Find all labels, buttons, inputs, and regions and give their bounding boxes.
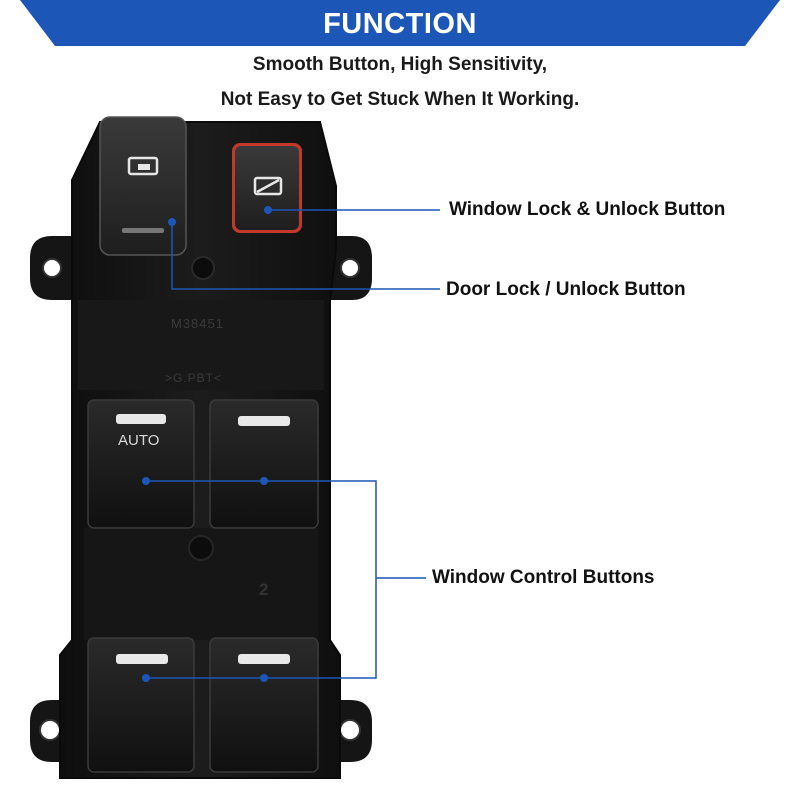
callout-door-lock (168, 218, 440, 290)
mounting-tab-top-left (30, 236, 82, 300)
window-button-rear-right[interactable] (209, 637, 319, 773)
banner-title: FUNCTION (323, 8, 477, 40)
door-lock-icon (127, 156, 159, 176)
window-lock-icon (253, 176, 283, 196)
door-lock-button[interactable] (99, 116, 187, 256)
auto-label: AUTO (118, 432, 160, 449)
banner-shape (20, 0, 780, 46)
window-lock-button[interactable] (232, 143, 302, 233)
material-mark-engraving: >G.PBT< (165, 371, 223, 385)
window-button-front-right[interactable] (209, 399, 319, 529)
window-button-front-left[interactable] (87, 399, 195, 529)
window-control-label: Window Control Buttons (432, 567, 655, 588)
subtitle-line-2: Not Easy to Get Stuck When It Working. (220, 89, 580, 110)
function-banner: FUNCTION (0, 0, 800, 46)
callout-window-control (142, 477, 426, 682)
callout-window-lock (264, 206, 440, 214)
window-lock-label: Window Lock & Unlock Button (449, 199, 726, 220)
door-lock-label: Door Lock / Unlock Button (446, 279, 686, 300)
window-button-rear-left[interactable] (87, 637, 195, 773)
subtitle-line-1: Smooth Button, High Sensitivity, (252, 54, 548, 75)
molded-number: 2 (259, 580, 270, 599)
part-number-engraving: M38451 (171, 316, 224, 331)
